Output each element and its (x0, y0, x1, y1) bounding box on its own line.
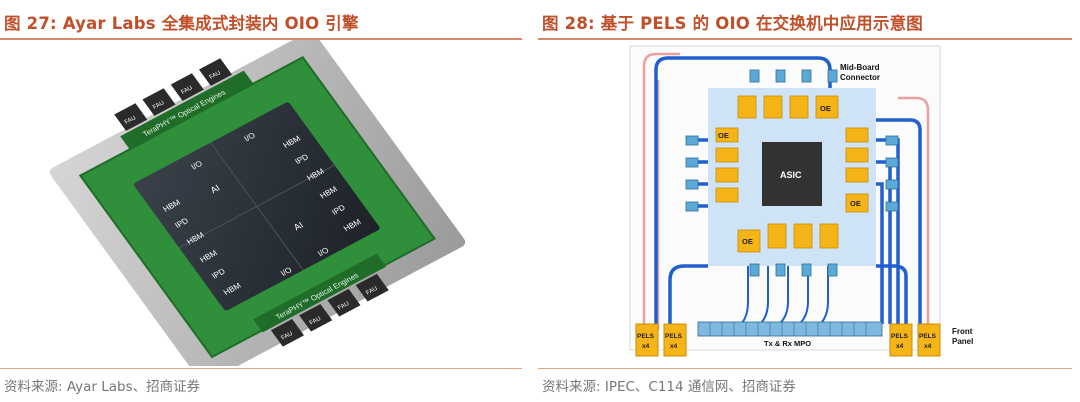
pels-switch-diagram: ASIC OE OE OE OE Mid-Board Connector (629, 45, 973, 357)
front-panel-label-2: Panel (952, 337, 973, 346)
io-label-bottom: I/O (279, 266, 294, 278)
io-label-top: I/O (189, 159, 204, 171)
svg-text:PELS: PELS (637, 333, 655, 340)
svg-text:x4: x4 (924, 343, 932, 350)
oe-label-1: OE (820, 104, 831, 113)
io-label-top-2: I/O (242, 131, 257, 143)
svg-text:FAU: FAU (337, 301, 351, 311)
figure-28-source: 资料来源: IPEC、C114 通信网、招商证券 (542, 379, 796, 395)
svg-text:FAU: FAU (280, 331, 294, 341)
optical-engine-blocks (715, 95, 869, 253)
svg-text:PELS: PELS (891, 333, 909, 340)
fau-connectors-top: FAU FAU FAU FAU (114, 58, 233, 131)
title-divider (538, 38, 1072, 40)
mpo-label: Tx & Rx MPO (764, 339, 811, 348)
svg-text:PELS: PELS (665, 333, 683, 340)
optical-engine-strip-bottom (253, 253, 387, 333)
front-panel-label-1: Front (952, 327, 973, 336)
source-divider (538, 368, 1072, 369)
mpo-connector-strip (697, 321, 883, 337)
pels-modules: PELS x4 PELS x4 PELS x4 PELS x4 (635, 323, 941, 357)
svg-text:FAU: FAU (208, 70, 222, 80)
svg-text:x4: x4 (896, 343, 904, 350)
pink-fiber-lines (642, 52, 930, 330)
figure-28-title: 图 28: 基于 PELS 的 OIO 在交换机中应用示意图 (542, 14, 923, 33)
mid-board-label-2: Connector (840, 73, 880, 82)
asic-chip (762, 142, 822, 206)
title-divider (0, 38, 522, 40)
optical-engine-strip-top (120, 70, 254, 150)
figure-27-source: 资料来源: Ayar Labs、招商证券 (4, 379, 201, 395)
svg-text:PELS: PELS (919, 333, 937, 340)
oe-label-4: OE (742, 237, 753, 246)
mid-board-connectors-top (685, 69, 899, 277)
fau-connectors-bottom: FAU FAU FAU FAU (270, 273, 389, 347)
svg-text:x4: x4 (670, 343, 678, 350)
svg-text:x4: x4 (642, 343, 650, 350)
oe-label-2: OE (718, 131, 729, 140)
source-divider (0, 368, 522, 369)
svg-text:FAU: FAU (365, 286, 379, 296)
asic-label: ASIC (780, 170, 802, 180)
svg-text:FAU: FAU (124, 115, 138, 125)
svg-text:FAU: FAU (309, 316, 323, 326)
oe-label-3: OE (850, 199, 861, 208)
ayar-labs-chip-image: I/O I/O HBM IPD HBM HBM IPD HBM HBM IPD … (49, 40, 466, 366)
io-label-bottom-2: I/O (316, 246, 331, 258)
mid-board-label-1: Mid-Board (840, 63, 880, 72)
svg-text:FAU: FAU (180, 85, 194, 95)
svg-text:FAU: FAU (152, 100, 166, 110)
figure-27-title: 图 27: Ayar Labs 全集成式封装内 OIO 引擎 (4, 14, 359, 33)
